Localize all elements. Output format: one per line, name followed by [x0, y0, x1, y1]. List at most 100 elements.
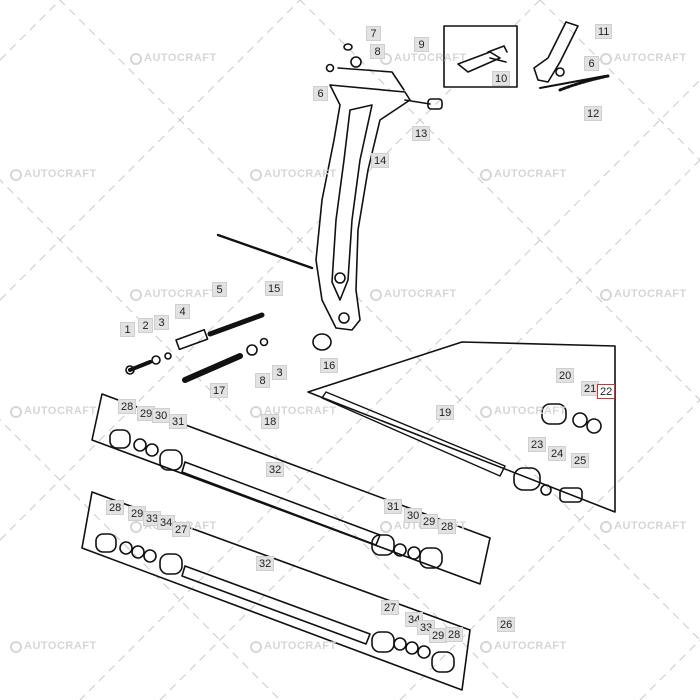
part-callout-29[interactable]: 29	[420, 514, 439, 529]
part-callout-22[interactable]: 22	[597, 384, 616, 399]
watermark-text: AUTOCRAFT	[144, 52, 217, 64]
autocraft-logo-icon	[600, 289, 612, 301]
lever-arm-part-14	[315, 67, 411, 331]
part-callout-32[interactable]: 32	[266, 462, 285, 477]
part-callout-7[interactable]: 7	[366, 26, 381, 41]
part-callout-34[interactable]: 34	[157, 515, 176, 530]
autocraft-logo-icon	[250, 406, 262, 418]
autocraft-watermark: AUTOCRAFT	[10, 405, 97, 418]
watermark-text: AUTOCRAFT	[494, 405, 567, 417]
autocraft-logo-icon	[600, 521, 612, 533]
autocraft-logo-icon	[480, 641, 492, 653]
part-6-washer	[325, 63, 335, 73]
part-callout-29[interactable]: 29	[137, 406, 156, 421]
autocraft-logo-icon	[130, 521, 142, 533]
autocraft-logo-icon	[480, 169, 492, 181]
part-callout-15[interactable]: 15	[265, 281, 284, 296]
part-callout-18[interactable]: 18	[261, 414, 280, 429]
part-callout-28[interactable]: 28	[438, 519, 457, 534]
part-callout-29[interactable]: 29	[429, 628, 448, 643]
part-callout-12[interactable]: 12	[584, 106, 603, 121]
watermark-text: AUTOCRAFT	[614, 520, 687, 532]
part-callout-21[interactable]: 21	[581, 381, 600, 396]
part-callout-11[interactable]: 11	[595, 24, 613, 39]
part-callout-16[interactable]: 16	[320, 358, 339, 373]
part-callout-26[interactable]: 26	[497, 617, 516, 632]
autocraft-watermark: AUTOCRAFT	[10, 640, 97, 653]
watermark-text: AUTOCRAFT	[24, 640, 97, 652]
part-callout-6[interactable]: 6	[313, 86, 328, 101]
autocraft-logo-icon	[380, 53, 392, 65]
autocraft-logo-icon	[250, 641, 262, 653]
autocraft-logo-icon	[130, 53, 142, 65]
part-callout-14[interactable]: 14	[371, 153, 390, 168]
autocraft-watermark: AUTOCRAFT	[600, 288, 687, 301]
autocraft-logo-icon	[130, 289, 142, 301]
watermark-text: AUTOCRAFT	[264, 640, 337, 652]
autocraft-logo-icon	[250, 169, 262, 181]
autocraft-logo-icon	[600, 53, 612, 65]
autocraft-watermark: AUTOCRAFT	[480, 405, 567, 418]
watermark-text: AUTOCRAFT	[494, 640, 567, 652]
autocraft-watermark: AUTOCRAFT	[250, 640, 337, 653]
watermark-text: AUTOCRAFT	[264, 405, 337, 417]
part-8-nut	[350, 56, 362, 68]
watermark-text: AUTOCRAFT	[614, 52, 687, 64]
part-callout-24[interactable]: 24	[548, 446, 567, 461]
part-callout-28[interactable]: 28	[445, 627, 464, 642]
watermark-text: AUTOCRAFT	[24, 168, 97, 180]
part-callout-31[interactable]: 31	[169, 414, 188, 429]
autocraft-watermark: AUTOCRAFT	[600, 52, 687, 65]
part-callout-27[interactable]: 27	[172, 522, 191, 537]
part-callout-20[interactable]: 20	[556, 368, 575, 383]
autocraft-logo-icon	[10, 641, 22, 653]
part-callout-25[interactable]: 25	[571, 453, 590, 468]
part-callout-3[interactable]: 3	[272, 365, 287, 380]
autocraft-logo-icon	[380, 521, 392, 533]
watermark-text: AUTOCRAFT	[614, 288, 687, 300]
part-callout-8[interactable]: 8	[255, 373, 270, 388]
part-callout-32[interactable]: 32	[256, 556, 275, 571]
part-13-pin	[404, 99, 431, 105]
inset-panel-part-19	[307, 341, 616, 513]
part-callout-3[interactable]: 3	[154, 315, 169, 330]
part-callout-31[interactable]: 31	[384, 499, 403, 514]
part-callout-8[interactable]: 8	[370, 44, 385, 59]
part-callout-9[interactable]: 9	[414, 37, 429, 52]
autocraft-watermark: AUTOCRAFT	[380, 52, 467, 65]
inset-panel-part-18	[91, 393, 491, 585]
autocraft-watermark: AUTOCRAFT	[480, 168, 567, 181]
autocraft-watermark: AUTOCRAFT	[10, 168, 97, 181]
part-callout-28[interactable]: 28	[106, 500, 125, 515]
part-12-spring	[558, 74, 610, 92]
part-callout-4[interactable]: 4	[175, 304, 190, 319]
autocraft-watermark: AUTOCRAFT	[130, 288, 217, 301]
part-callout-6[interactable]: 6	[584, 56, 599, 71]
part-callout-30[interactable]: 30	[152, 408, 171, 423]
watermark-text: AUTOCRAFT	[384, 288, 457, 300]
watermark-text: AUTOCRAFT	[144, 288, 217, 300]
autocraft-watermark: AUTOCRAFT	[250, 405, 337, 418]
part-7-cap	[343, 43, 353, 51]
part-callout-23[interactable]: 23	[528, 437, 547, 452]
part-callout-27[interactable]: 27	[381, 600, 400, 615]
autocraft-watermark: AUTOCRAFT	[370, 288, 457, 301]
autocraft-watermark: AUTOCRAFT	[600, 520, 687, 533]
autocraft-watermark: AUTOCRAFT	[130, 52, 217, 65]
part-callout-5[interactable]: 5	[212, 282, 227, 297]
part-callout-10[interactable]: 10	[492, 71, 511, 86]
part-callout-13[interactable]: 13	[412, 126, 431, 141]
part-callout-1[interactable]: 1	[120, 322, 135, 337]
part-callout-17[interactable]: 17	[210, 383, 229, 398]
watermark-text: AUTOCRAFT	[264, 168, 337, 180]
part-callout-28[interactable]: 28	[118, 399, 137, 414]
watermark-text: AUTOCRAFT	[24, 405, 97, 417]
autocraft-watermark: AUTOCRAFT	[480, 640, 567, 653]
part-callout-2[interactable]: 2	[138, 318, 153, 333]
watermark-text: AUTOCRAFT	[494, 168, 567, 180]
autocraft-logo-icon	[370, 289, 382, 301]
inset-panel-part-26	[81, 491, 471, 691]
part-callout-19[interactable]: 19	[436, 405, 455, 420]
